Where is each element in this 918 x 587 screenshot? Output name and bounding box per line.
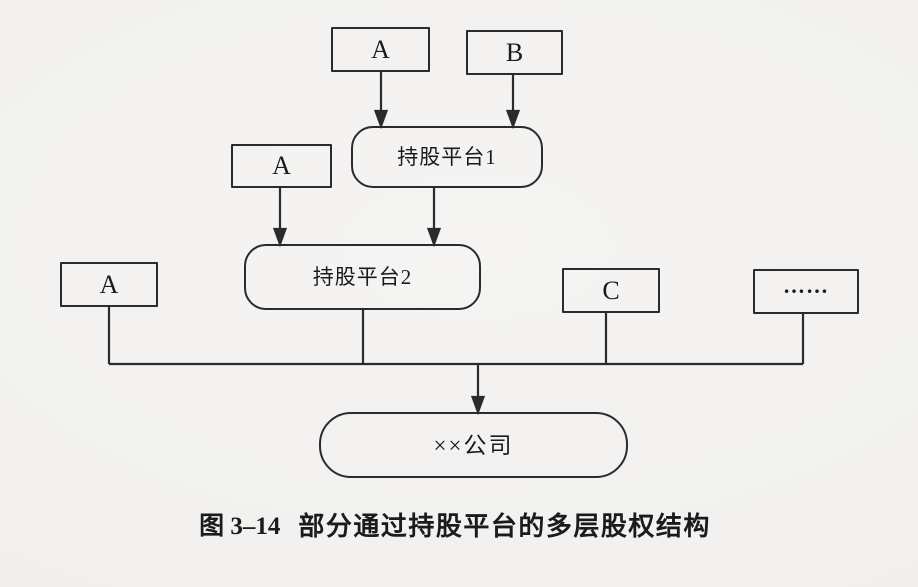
node-shareholder-a-left: A <box>60 262 158 307</box>
node-label: A <box>99 269 119 299</box>
figure-caption-number: 图 3–14 <box>199 513 281 540</box>
node-label: …… <box>783 272 829 298</box>
figure-caption-title: 部分通过持股平台的多层股权结构 <box>298 510 711 541</box>
node-holding-platform-2: 持股平台2 <box>244 244 481 310</box>
node-label: 持股平台2 <box>312 264 413 289</box>
arrowhead-a-top-to-platform1 <box>373 109 389 130</box>
arrowhead-bus-to-company <box>470 395 486 416</box>
node-label: A <box>272 151 291 180</box>
node-shareholder-a-top: A <box>331 27 430 72</box>
node-shareholder-c: C <box>562 268 660 313</box>
arrowhead-a-mid-to-platform2 <box>272 227 288 248</box>
node-company: ××公司 <box>319 412 628 478</box>
node-shareholder-ellipsis: …… <box>753 269 859 314</box>
node-label: C <box>602 275 620 305</box>
node-label: 持股平台1 <box>397 144 497 169</box>
node-label: ××公司 <box>433 432 514 458</box>
node-label: A <box>371 34 390 64</box>
arrowhead-platform1-to-platform2 <box>426 227 442 248</box>
node-holding-platform-1: 持股平台1 <box>351 126 543 188</box>
node-shareholder-b-top: B <box>466 30 563 75</box>
node-shareholder-a-mid: A <box>231 144 332 188</box>
figure-caption: 图 3–14 部分通过持股平台的多层股权结构 <box>0 506 910 542</box>
arrowhead-b-top-to-platform1 <box>505 109 521 130</box>
node-label: B <box>505 37 524 67</box>
